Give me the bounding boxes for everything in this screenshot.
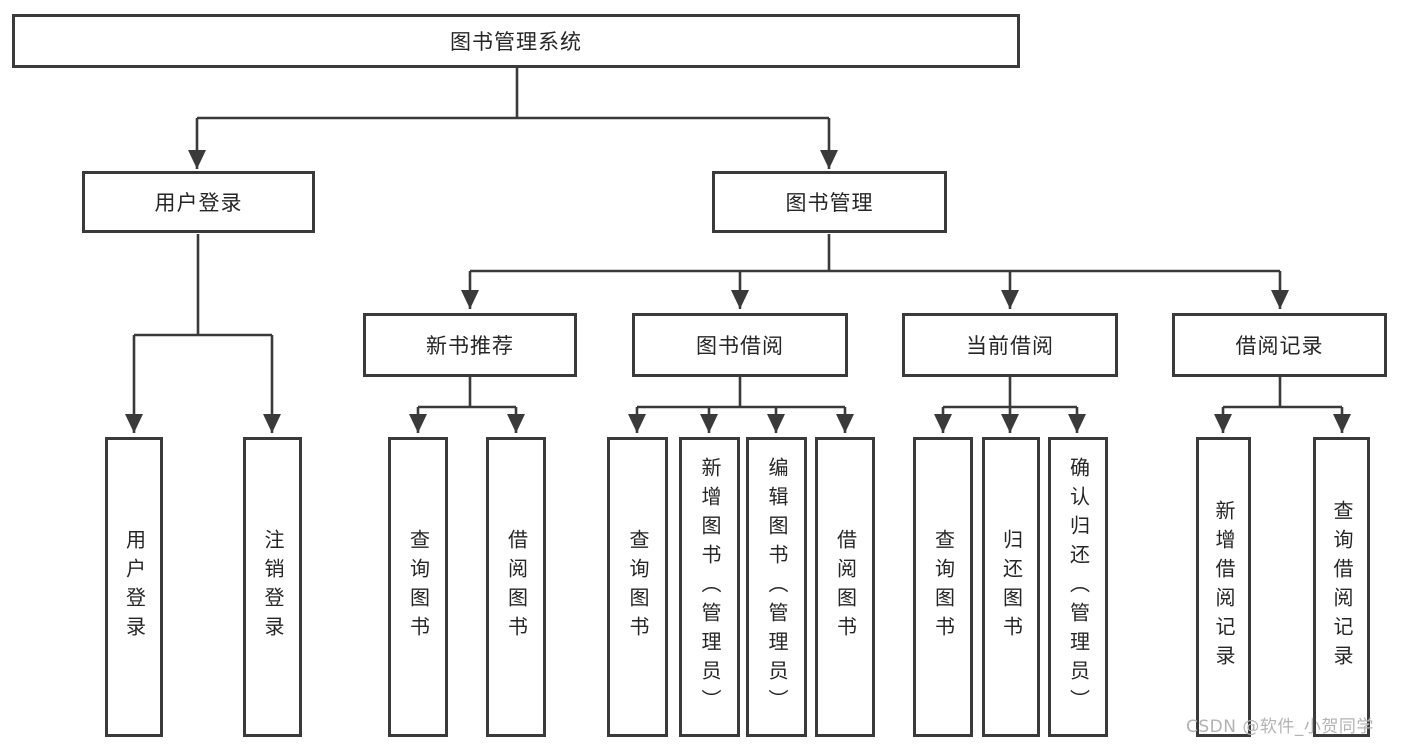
node-nb-borrow-books-label: 借阅图书 xyxy=(504,529,529,645)
node-book-management: 图书管理 xyxy=(712,171,947,233)
node-book-management-label: 图书管理 xyxy=(785,191,874,215)
node-br-add-record-label: 新增借阅记录 xyxy=(1212,500,1236,674)
node-bb-borrow-books-label: 借阅图书 xyxy=(833,529,858,645)
node-borrow-records-label: 借阅记录 xyxy=(1235,334,1324,358)
connector-rails xyxy=(134,68,1342,409)
node-cb-confirm-return-admin: 确认归还（管理员） xyxy=(1048,437,1108,737)
node-new-book-recommend-label: 新书推荐 xyxy=(426,334,514,358)
node-cb-query-books-label: 查询图书 xyxy=(931,529,956,645)
node-br-query-record-label: 查询借阅记录 xyxy=(1330,500,1354,674)
node-user-login-label: 用户登录 xyxy=(154,191,243,215)
node-user-login-leaf-label: 用户登录 xyxy=(122,529,147,645)
node-new-book-recommend: 新书推荐 xyxy=(363,313,577,377)
node-current-borrow: 当前借阅 xyxy=(902,313,1118,377)
node-logout-leaf: 注销登录 xyxy=(243,437,302,737)
node-bb-borrow-books: 借阅图书 xyxy=(815,437,875,737)
node-current-borrow-label: 当前借阅 xyxy=(966,334,1054,358)
node-nb-query-books-label: 查询图书 xyxy=(406,529,431,645)
node-nb-borrow-books: 借阅图书 xyxy=(486,437,546,737)
node-bb-query-books: 查询图书 xyxy=(607,437,668,737)
node-bb-edit-books-admin-label: 编辑图书（管理员） xyxy=(765,456,789,718)
node-user-login: 用户登录 xyxy=(82,171,315,233)
connector-arrows xyxy=(125,118,1351,433)
node-user-login-leaf: 用户登录 xyxy=(105,437,163,737)
watermark-text: CSDN @软件_小贺同学 xyxy=(1186,717,1374,737)
node-book-borrow: 图书借阅 xyxy=(632,313,848,377)
node-logout-leaf-label: 注销登录 xyxy=(261,529,285,645)
node-book-borrow-label: 图书借阅 xyxy=(696,334,784,358)
node-bb-add-books-admin: 新增图书（管理员） xyxy=(679,437,740,737)
node-bb-query-books-label: 查询图书 xyxy=(626,529,650,645)
node-system-root: 图书管理系统 xyxy=(12,14,1020,68)
node-cb-return-books: 归还图书 xyxy=(982,437,1040,737)
node-bb-add-books-admin-label: 新增图书（管理员） xyxy=(698,456,722,718)
node-cb-return-books-label: 归还图书 xyxy=(999,529,1024,645)
node-br-add-record: 新增借阅记录 xyxy=(1196,437,1251,737)
node-nb-query-books: 查询图书 xyxy=(388,437,448,737)
node-cb-confirm-return-admin-label: 确认归还（管理员） xyxy=(1066,456,1091,718)
node-bb-edit-books-admin: 编辑图书（管理员） xyxy=(746,437,807,737)
node-borrow-records: 借阅记录 xyxy=(1172,313,1387,377)
node-br-query-record: 查询借阅记录 xyxy=(1313,437,1370,737)
node-cb-query-books: 查询图书 xyxy=(913,437,973,737)
node-system-root-label: 图书管理系统 xyxy=(450,30,582,54)
